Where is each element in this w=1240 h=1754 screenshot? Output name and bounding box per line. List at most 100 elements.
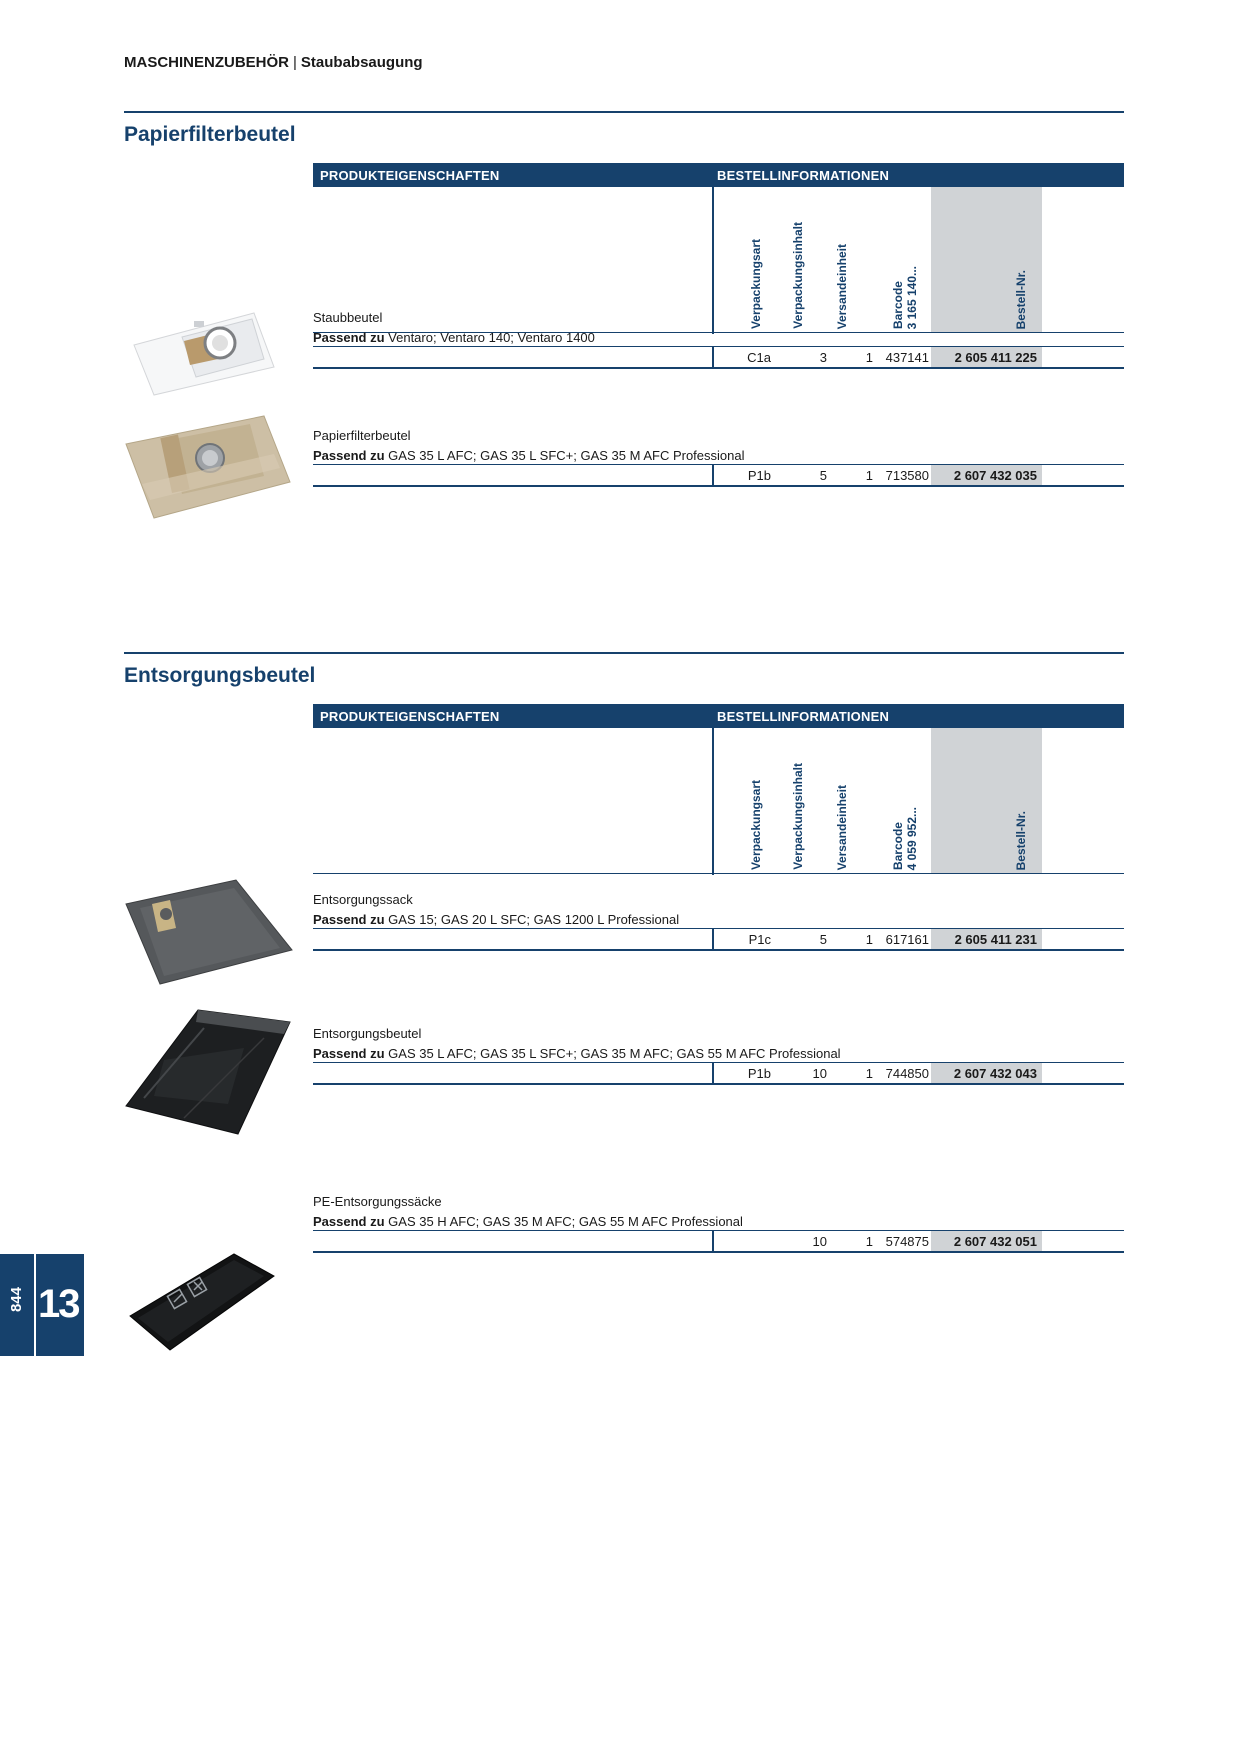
product-item: Staubbeutel Passend zu Ventaro; Ventaro … [124, 307, 1124, 407]
order-row: P1b 10 1 744850 2 607 432 043 [313, 1062, 1124, 1085]
cell-shipping-unit: 1 [865, 468, 873, 483]
row-bottom-rule [313, 1251, 1124, 1253]
fits-label: Passend zu [313, 912, 385, 927]
product-image-paper-filter-bag [124, 414, 294, 524]
product-item: Papierfilterbeutel Passend zu GAS 35 L A… [124, 415, 1124, 534]
header-bottom-rule [313, 332, 1124, 333]
order-nr-cell-shade [931, 1063, 1042, 1083]
fits-label: Passend zu [313, 1214, 385, 1229]
product-name: Staubbeutel [313, 310, 383, 325]
row-divider [712, 464, 714, 486]
cell-packaging-content: 5 [819, 468, 827, 483]
cell-packaging-content: 10 [812, 1234, 827, 1249]
product-image-dust-bag [124, 307, 294, 417]
section-rule [124, 111, 1124, 113]
table-header-bar: PRODUKTEIGENSCHAFTEN BESTELLINFORMATIONE… [313, 704, 1124, 728]
row-top-rule [313, 928, 1124, 929]
order-nr-column-shade [931, 187, 1042, 333]
breadcrumb-separator: | [293, 54, 297, 71]
compatibility-list: GAS 35 L AFC; GAS 35 L SFC+; GAS 35 M AF… [388, 448, 745, 463]
cell-packaging-type: P1b [747, 468, 771, 483]
chapter-page-tab: 844 13 [0, 1254, 84, 1356]
row-top-rule [313, 346, 1124, 347]
cell-shipping-unit: 1 [865, 1066, 873, 1081]
order-nr-cell-shade [931, 1231, 1042, 1251]
cell-packaging-type: P1b [747, 1066, 771, 1081]
pe-disposal-sacks-icon [129, 1253, 275, 1351]
order-nr-column-shade [931, 728, 1042, 874]
compatibility-list: GAS 15; GAS 20 L SFC; GAS 1200 L Profess… [388, 912, 680, 927]
order-nr-cell-shade [931, 347, 1042, 367]
cell-packaging-type: P1c [748, 932, 771, 947]
product-name: Entsorgungsbeutel [313, 1026, 422, 1041]
column-header-shipping-unit: Versandeinheit [835, 784, 849, 870]
product-compatibility: Passend zu GAS 35 H AFC; GAS 35 M AFC; G… [313, 1214, 743, 1229]
fits-label: Passend zu [313, 1046, 385, 1061]
section-title: Papierfilterbeutel [124, 123, 296, 146]
cell-order-nr: 2 607 432 051 [953, 1234, 1037, 1249]
product-item: Entsorgungssack Passend zu GAS 15; GAS 2… [124, 879, 1124, 998]
breadcrumb-subcategory: Staubabsaugung [300, 54, 423, 71]
compatibility-list: Ventaro; Ventaro 140; Ventaro 1400 [388, 330, 595, 345]
cell-barcode: 617161 [885, 932, 929, 947]
cell-shipping-unit: 1 [865, 350, 873, 365]
row-divider [712, 346, 714, 368]
order-row: P1b 5 1 713580 2 607 432 035 [313, 464, 1124, 487]
fits-label: Passend zu [313, 330, 385, 345]
product-image-pe-disposal-sacks [124, 1246, 294, 1356]
cell-order-nr: 2 607 432 043 [953, 1066, 1037, 1081]
section-rule [124, 652, 1124, 654]
disposal-sack-icon [125, 879, 293, 985]
order-row: C1a 3 1 437141 2 605 411 225 [313, 346, 1124, 369]
header-product-properties: PRODUKTEIGENSCHAFTEN [320, 709, 500, 724]
breadcrumb-category: MASCHINENZUBEHÖR [124, 54, 289, 71]
product-image-disposal-sack [124, 878, 294, 988]
product-item: PE-Entsorgungssäcke Passend zu GAS 35 H … [124, 1190, 1124, 1360]
row-top-rule [313, 1230, 1124, 1231]
breadcrumb: MASCHINENZUBEHÖR|Staubabsaugung [124, 54, 423, 71]
product-image-disposal-bag [124, 1008, 294, 1138]
product-compatibility: Passend zu GAS 35 L AFC; GAS 35 L SFC+; … [313, 448, 744, 463]
cell-barcode: 574875 [885, 1234, 929, 1249]
column-header-order-nr: Bestell-Nr. [1014, 810, 1028, 870]
cell-packaging-content: 3 [819, 350, 827, 365]
header-order-information: BESTELLINFORMATIONEN [717, 168, 890, 183]
row-bottom-rule [313, 1083, 1124, 1085]
row-bottom-rule [313, 367, 1124, 369]
cell-packaging-type: C1a [747, 350, 771, 365]
order-row: P1c 5 1 617161 2 605 411 231 [313, 928, 1124, 951]
cell-order-nr: 2 605 411 225 [954, 350, 1037, 365]
row-divider [712, 1062, 714, 1084]
fits-label: Passend zu [313, 448, 385, 463]
dust-bag-icon [133, 312, 275, 396]
product-name: Entsorgungssack [313, 892, 413, 907]
cell-packaging-content: 10 [812, 1066, 827, 1081]
order-nr-cell-shade [931, 465, 1042, 485]
cell-order-nr: 2 605 411 231 [954, 932, 1037, 947]
product-compatibility: Passend zu GAS 35 L AFC; GAS 35 L SFC+; … [313, 1046, 841, 1061]
compatibility-list: GAS 35 H AFC; GAS 35 M AFC; GAS 55 M AFC… [388, 1214, 743, 1229]
table-header: PRODUKTEIGENSCHAFTEN BESTELLINFORMATIONE… [313, 704, 1124, 875]
cell-packaging-content: 5 [819, 932, 827, 947]
disposal-bag-icon [125, 1009, 291, 1135]
column-divider [712, 704, 714, 875]
column-header-barcode: Barcode [891, 821, 905, 870]
column-header-packaging-content: Verpackungsinhalt [791, 763, 805, 870]
row-divider [712, 928, 714, 950]
cell-barcode: 744850 [885, 1066, 929, 1081]
page-number: 844 [8, 1287, 25, 1313]
header-order-information: BESTELLINFORMATIONEN [717, 709, 890, 724]
cell-shipping-unit: 1 [865, 1234, 873, 1249]
cell-shipping-unit: 1 [865, 932, 873, 947]
section-entsorgungsbeutel: Entsorgungsbeutel PRODUKTEIGENSCHAFTEN B… [124, 652, 1124, 1372]
row-divider [712, 1230, 714, 1252]
column-header-barcode-prefix: 4 059 952... [905, 806, 919, 870]
order-nr-cell-shade [931, 929, 1042, 949]
row-bottom-rule [313, 949, 1124, 951]
header-product-properties: PRODUKTEIGENSCHAFTEN [320, 168, 500, 183]
row-top-rule [313, 464, 1124, 465]
compatibility-list: GAS 35 L AFC; GAS 35 L SFC+; GAS 35 M AF… [388, 1046, 841, 1061]
cell-barcode: 713580 [885, 468, 929, 483]
row-top-rule [313, 1062, 1124, 1063]
column-divider [712, 163, 714, 334]
